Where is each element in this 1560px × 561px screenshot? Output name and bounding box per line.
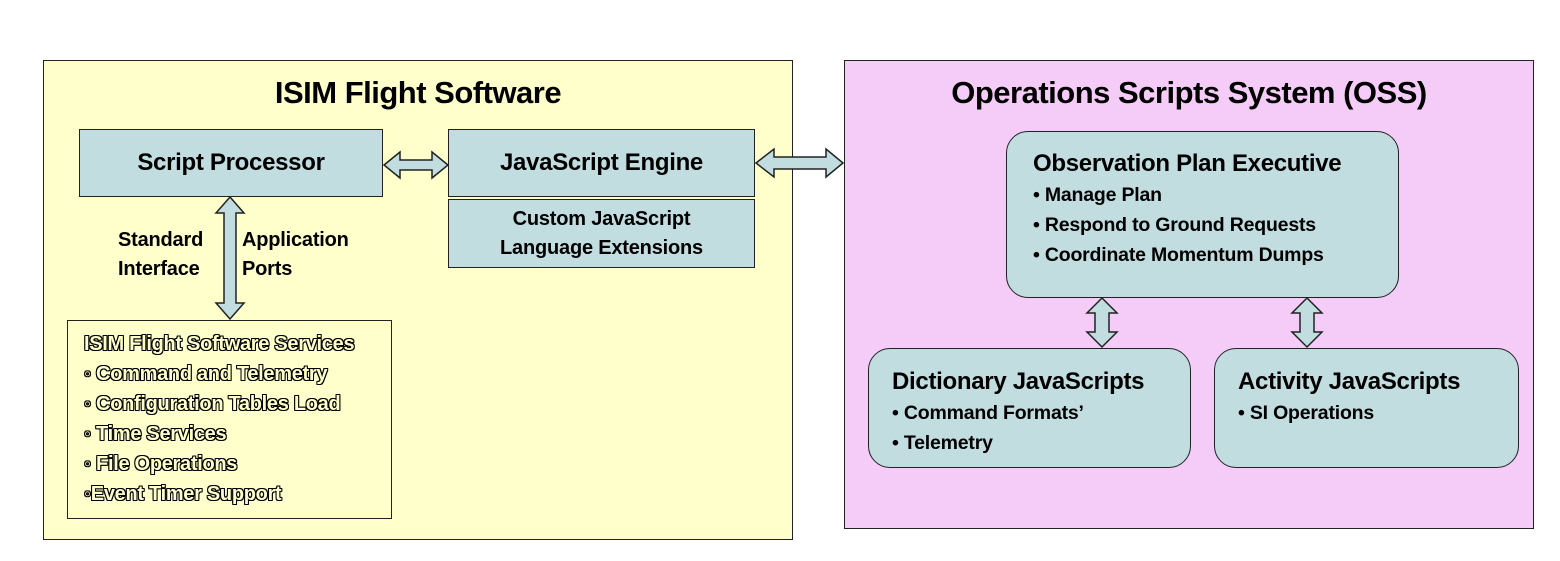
activity-item-si-operations: • SI Operations — [1238, 402, 1375, 424]
arrow-engine-oss — [754, 147, 845, 179]
isim-panel-title: ISIM Flight Software — [274, 75, 562, 110]
standard-interface-label: Standard Interface — [118, 229, 204, 280]
oss-panel-title: Operations Scripts System (OSS) — [951, 75, 1427, 110]
javascript-engine-box: JavaScript Engine — [448, 129, 755, 197]
dictionary-title: Dictionary JavaScripts — [892, 368, 1145, 395]
arrow-processor-engine — [382, 150, 450, 180]
script-processor-box: Script Processor — [79, 129, 383, 197]
flight-software-services-box: ISIM Flight Software Services ◦ Command … — [67, 320, 392, 519]
arrow-executive-activity — [1290, 296, 1324, 349]
custom-js-extensions-label: Custom JavaScript Language Extensions — [500, 207, 703, 259]
services-item-event-timer: ◦Event Timer Support — [84, 483, 282, 505]
javascript-engine-label: JavaScript Engine — [500, 149, 703, 176]
observation-plan-executive-box: Observation Plan Executive • Manage Plan… — [1006, 131, 1399, 298]
activity-title: Activity JavaScripts — [1238, 368, 1461, 395]
activity-list: • SI Operations — [1238, 398, 1518, 428]
dictionary-javascripts-box: Dictionary JavaScripts • Command Formats… — [868, 348, 1191, 468]
dictionary-item-telemetry: • Telemetry — [892, 432, 993, 454]
script-processor-label: Script Processor — [137, 149, 325, 176]
custom-js-extensions-box: Custom JavaScript Language Extensions — [448, 199, 755, 268]
activity-javascripts-box: Activity JavaScripts • SI Operations — [1214, 348, 1519, 468]
services-title: ISIM Flight Software Services — [84, 333, 355, 355]
arrow-processor-services — [214, 195, 246, 321]
services-item-config-tables: ◦ Configuration Tables Load — [84, 393, 341, 415]
dictionary-item-command-formats: • Command Formats’ — [892, 402, 1084, 424]
executive-item-momentum-dumps: • Coordinate Momentum Dumps — [1033, 244, 1324, 266]
executive-title: Observation Plan Executive — [1033, 150, 1342, 177]
arrow-executive-dictionary — [1085, 296, 1119, 349]
services-item-file-operations: ◦ File Operations — [84, 453, 238, 475]
executive-item-manage-plan: • Manage Plan — [1033, 184, 1162, 206]
application-ports-label: Application Ports — [242, 229, 349, 280]
executive-list: • Manage Plan • Respond to Ground Reques… — [1033, 180, 1398, 270]
executive-item-respond-ground: • Respond to Ground Requests — [1033, 214, 1316, 236]
services-item-command-telemetry: ◦ Command and Telemetry — [84, 363, 328, 385]
dictionary-list: • Command Formats’ • Telemetry — [892, 398, 1190, 458]
services-item-time-services: ◦ Time Services — [84, 423, 227, 445]
